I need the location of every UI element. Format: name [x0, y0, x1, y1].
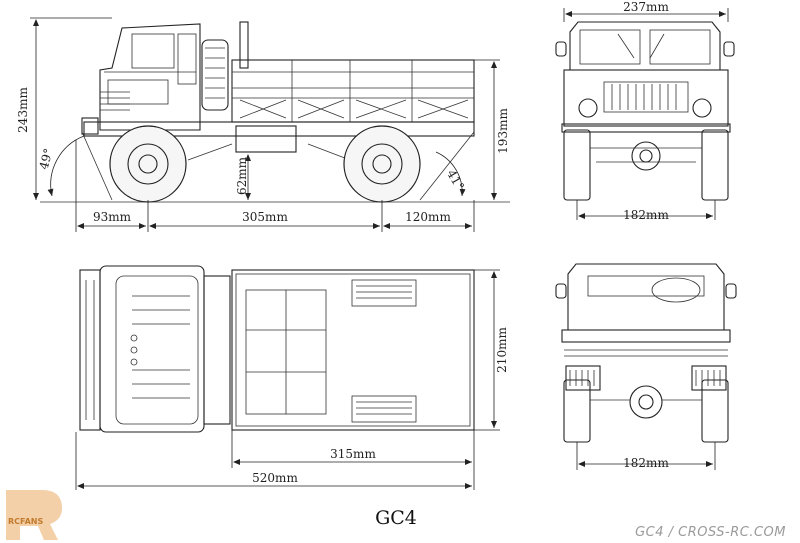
side-view: 243mm 193mm 62mm 49° 41° 93mm 305mm 120m…: [16, 17, 510, 232]
bed-width-dimension: 210mm: [495, 327, 509, 373]
height-dimension: 243mm: [16, 87, 30, 133]
overall-length-dimension: 520mm: [252, 471, 298, 485]
rear-wheel: [343, 125, 421, 203]
width-dimension: 237mm: [623, 0, 669, 14]
front-view: 237mm 182mm: [555, 0, 735, 222]
rear-overhang-dimension: 120mm: [405, 210, 451, 224]
rear-view: 182mm: [555, 263, 737, 470]
front-wheel: [109, 125, 187, 203]
watermark-logo: RCFANS: [6, 490, 62, 540]
bed-length-dimension: 315mm: [330, 447, 376, 461]
bed-height-dimension: 193mm: [496, 108, 510, 154]
rear-track-dimension: 182mm: [623, 456, 669, 470]
front-track-dimension: 182mm: [623, 208, 669, 222]
departure-angle: 41°: [444, 167, 467, 192]
approach-angle: 49°: [37, 147, 56, 171]
ground-clearance-dimension: 62mm: [235, 156, 249, 195]
front-overhang-dimension: 93mm: [93, 210, 132, 224]
top-view: 210mm 315mm 520mm: [75, 265, 509, 490]
watermark-text: RCFANS: [8, 517, 43, 526]
model-title: GC4: [375, 507, 417, 529]
site-credit: GC4 / CROSS-RC.COM: [635, 525, 786, 540]
wheelbase-dimension: 305mm: [242, 210, 288, 224]
